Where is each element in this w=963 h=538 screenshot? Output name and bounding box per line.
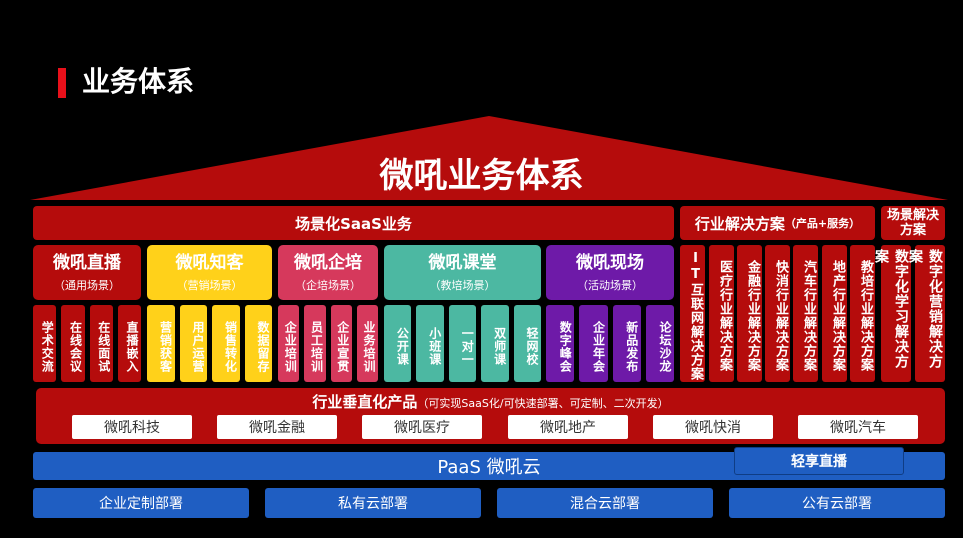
deployment-option: 公有云部署 bbox=[729, 488, 945, 518]
industry-solution: 金融行业解决方案 bbox=[737, 245, 762, 382]
scene-card-header: 微吼现场 （活动场景） bbox=[546, 245, 674, 300]
vertical-product-chip: 微吼医疗 bbox=[362, 415, 482, 439]
scene-card-header: 微吼课堂 （教培场景） bbox=[384, 245, 541, 300]
scene-solution-header: 场景解决方案 bbox=[881, 206, 945, 240]
scene-item: 学术交流 bbox=[33, 305, 57, 382]
industry-solution: 医疗行业解决方案 bbox=[709, 245, 734, 382]
scene-solution: 数字化学习解决方案 bbox=[873, 245, 911, 382]
vertical-product-chip: 微吼汽车 bbox=[798, 415, 918, 439]
scene-item: 直播嵌入 bbox=[117, 305, 141, 382]
vertical-products-title: 行业垂直化产品 bbox=[312, 393, 418, 411]
vertical-products-heading: 行业垂直化产品（可实现SaaS化/可快速部署、可定制、二次开发） bbox=[36, 393, 945, 413]
saas-header: 场景化SaaS业务 bbox=[33, 206, 674, 240]
scene-item: 在线面试 bbox=[89, 305, 113, 382]
industry-header: 行业解决方案（产品+服务） bbox=[680, 206, 875, 240]
scene-card-title: 微吼企培 bbox=[294, 252, 362, 273]
scene-item: 数字峰会 bbox=[546, 305, 575, 382]
deployment-option: 私有云部署 bbox=[265, 488, 481, 518]
scene-solution: 数字化营销解决方案 bbox=[907, 245, 945, 382]
industry-solution: 教培行业解决方案 bbox=[850, 245, 875, 382]
vertical-product-chip: 微吼科技 bbox=[72, 415, 192, 439]
scene-item: 在线会议 bbox=[61, 305, 85, 382]
industry-solution: 汽车行业解决方案 bbox=[793, 245, 818, 382]
scene-item: 企业年会 bbox=[579, 305, 608, 382]
deployment-option: 混合云部署 bbox=[497, 488, 713, 518]
vertical-product-chip: 微吼地产 bbox=[508, 415, 628, 439]
industry-solution: 快消行业解决方案 bbox=[765, 245, 790, 382]
title-accent-bar bbox=[58, 68, 66, 98]
paas-label: PaaS 微吼云 bbox=[437, 457, 541, 478]
scene-item: 论坛沙龙 bbox=[645, 305, 674, 382]
industry-header-sub: （产品+服务） bbox=[784, 217, 861, 230]
scene-item: 销售转化 bbox=[212, 305, 240, 382]
scene-item: 数据留存 bbox=[244, 305, 272, 382]
roof-title: 微吼业务体系 bbox=[379, 156, 584, 196]
scene-card-header: 微吼知客 （营销场景） bbox=[147, 245, 272, 300]
scene-item: 企业培训 bbox=[278, 305, 300, 382]
scene-card-title: 微吼课堂 bbox=[428, 252, 497, 273]
scene-card-header: 微吼直播 （通用场景） bbox=[33, 245, 141, 300]
scene-item: 用户运营 bbox=[179, 305, 207, 382]
scene-item: 公开课 bbox=[384, 305, 412, 382]
scene-item: 营销获客 bbox=[147, 305, 175, 382]
scene-card-title: 微吼直播 bbox=[53, 252, 121, 273]
scene-item: 企业宣贯 bbox=[330, 305, 352, 382]
scene-card-subtitle: （活动场景） bbox=[577, 278, 643, 292]
deployment-option: 企业定制部署 bbox=[33, 488, 249, 518]
vertical-product-chip: 微吼快消 bbox=[653, 415, 773, 439]
scene-item: 轻网校 bbox=[513, 305, 541, 382]
scene-item: 小班课 bbox=[416, 305, 444, 382]
vertical-products-note: （可实现SaaS化/可快速部署、可定制、二次开发） bbox=[417, 397, 669, 410]
industry-solution: 地产行业解决方案 bbox=[822, 245, 847, 382]
scene-item: 新品发布 bbox=[612, 305, 641, 382]
light-live-badge: 轻享直播 bbox=[734, 447, 904, 475]
scene-card-title: 微吼知客 bbox=[175, 252, 244, 273]
page-title: 业务体系 bbox=[82, 65, 195, 98]
scene-card-subtitle: （营销场景） bbox=[176, 278, 243, 292]
industry-solution: IT互联网解决方案 bbox=[680, 245, 705, 382]
roof-shape bbox=[30, 116, 948, 200]
scene-card-title: 微吼现场 bbox=[576, 252, 644, 273]
vertical-product-chip: 微吼金融 bbox=[217, 415, 337, 439]
scene-item: 员工培训 bbox=[304, 305, 326, 382]
scene-item: 业务培训 bbox=[356, 305, 378, 382]
scene-item: 双师课 bbox=[481, 305, 509, 382]
scene-item: 一对一 bbox=[448, 305, 477, 382]
scene-card-subtitle: （通用场景） bbox=[54, 278, 120, 292]
scene-card-subtitle: （企培场景） bbox=[295, 278, 361, 292]
scene-card-subtitle: （教培场景） bbox=[429, 278, 496, 292]
industry-header-main: 行业解决方案 bbox=[694, 214, 785, 233]
scene-card-header: 微吼企培 （企培场景） bbox=[278, 245, 378, 300]
